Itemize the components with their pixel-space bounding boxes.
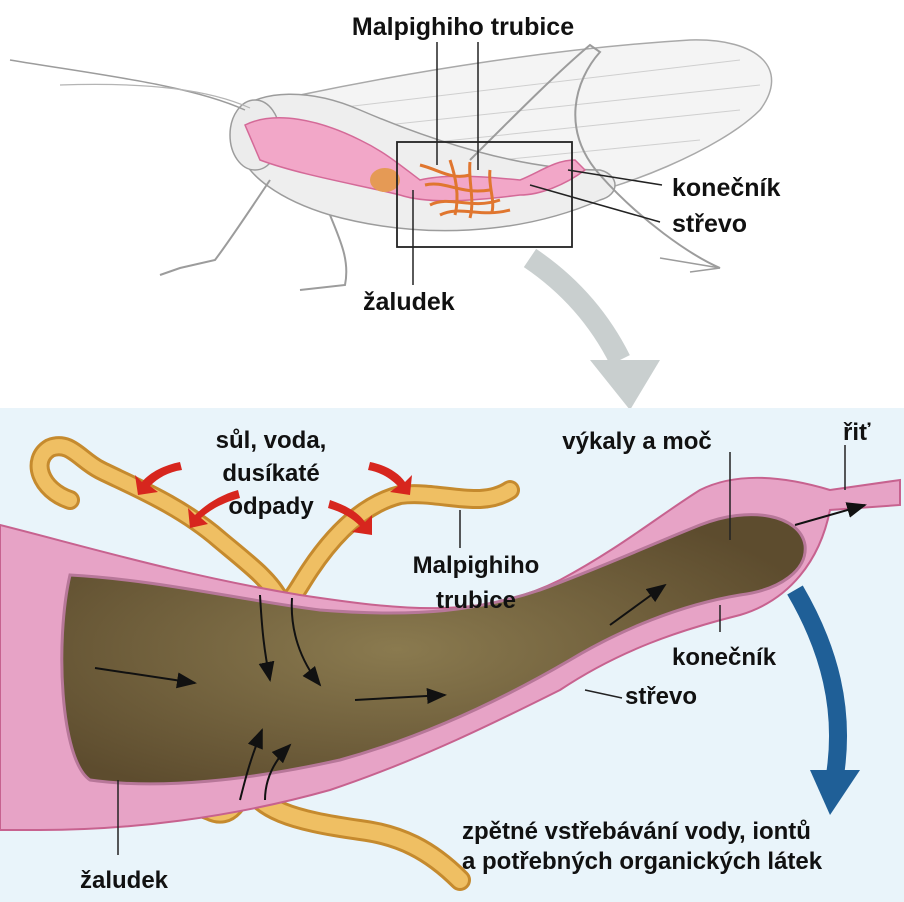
zoom-arrow bbox=[523, 248, 630, 366]
leader-line bbox=[529, 184, 661, 223]
top-label-strevo: střevo bbox=[672, 210, 747, 238]
stomach-region bbox=[370, 168, 400, 192]
wing-veins bbox=[319, 59, 761, 171]
leader-line bbox=[567, 169, 663, 186]
label-inputs-line2: dusíkaté bbox=[222, 460, 319, 487]
reabsorption-arrow-head bbox=[810, 770, 860, 815]
foot bbox=[659, 257, 721, 273]
zoom-arrow-head bbox=[590, 360, 660, 410]
top-label-malpighi: Malpighiho trubice bbox=[352, 13, 574, 41]
top-label-zaludek: žaludek bbox=[363, 288, 455, 316]
zoom-box bbox=[396, 141, 573, 248]
label-rit: řiť bbox=[843, 419, 871, 446]
mid-leg bbox=[299, 214, 348, 291]
label-zaludek: žaludek bbox=[80, 867, 169, 894]
flow-arrows bbox=[94, 502, 867, 801]
front-leg bbox=[159, 179, 271, 276]
label-inputs-line1: sůl, voda, bbox=[216, 427, 327, 454]
label-konecnik: konečník bbox=[672, 644, 777, 671]
hind-leg bbox=[469, 43, 721, 269]
reabsorption-arrow bbox=[787, 585, 848, 777]
gut-content bbox=[60, 513, 807, 786]
label-malpighi-line2: trubice bbox=[436, 587, 516, 614]
label-malpighi-line1: Malpighiho bbox=[413, 552, 540, 579]
malpighian-tubules bbox=[419, 159, 511, 219]
digestive-tract bbox=[244, 117, 587, 202]
antenna bbox=[59, 83, 251, 109]
detail-leader-lines bbox=[117, 445, 846, 855]
label-reabsorption-line1: zpětné vstřebávání vody, iontů bbox=[462, 818, 811, 845]
grasshopper-illustration bbox=[9, 39, 773, 410]
red-input-arrows bbox=[135, 462, 412, 535]
antenna bbox=[9, 59, 246, 111]
label-vykaly: výkaly a moč bbox=[562, 428, 711, 455]
label-reabsorption-line2: a potřebných organických látek bbox=[462, 848, 823, 875]
label-inputs-line3: odpady bbox=[228, 493, 314, 520]
label-strevo: střevo bbox=[625, 683, 697, 710]
top-label-konecnik: konečník bbox=[672, 174, 780, 202]
